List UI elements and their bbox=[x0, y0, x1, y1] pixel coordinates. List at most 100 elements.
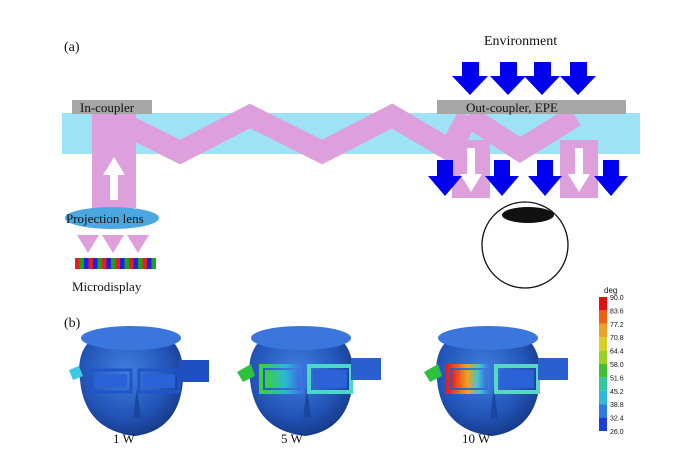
environment-arrows-bottom bbox=[428, 160, 628, 196]
microdisplay-pixel bbox=[106, 258, 111, 269]
colorbar-tick-label: 38.8 bbox=[610, 402, 624, 409]
glasses-temple-left bbox=[69, 366, 83, 380]
glasses-frame-left bbox=[89, 368, 133, 394]
panel-a: (a) In-coupler Out-coupler, EPE Environm… bbox=[62, 34, 640, 294]
eye bbox=[481, 201, 569, 289]
head-top bbox=[81, 326, 181, 350]
colorbar-cell bbox=[599, 297, 607, 311]
environment-arrows-top bbox=[452, 62, 596, 95]
display-arrow-3 bbox=[127, 235, 149, 253]
env-arrow-3 bbox=[524, 62, 560, 95]
glasses-frame-left bbox=[446, 364, 492, 394]
panel-b-label: (b) bbox=[64, 316, 81, 331]
glasses-lens-left bbox=[95, 374, 127, 388]
colorbar-tick-label: 90.0 bbox=[610, 295, 624, 302]
colorbar-cell bbox=[599, 323, 607, 338]
microdisplay-pixel bbox=[79, 258, 84, 269]
nose bbox=[303, 388, 311, 418]
glasses-frame-left bbox=[259, 364, 305, 394]
colorbar-cell bbox=[599, 404, 607, 418]
colorbar-tick-label: 77.2 bbox=[610, 322, 624, 329]
power-label-3: 10 W bbox=[462, 431, 491, 446]
glasses-lens-left bbox=[265, 370, 299, 388]
head-10w bbox=[424, 326, 568, 436]
colorbar-tick-label: 64.4 bbox=[610, 349, 624, 356]
colorbar: deg 90.0 83.6 77.2 70.8 64.4 58.0 51.6 45.2 38.8… bbox=[599, 286, 624, 436]
env-arrow-7 bbox=[528, 160, 562, 196]
glasses-lens-right bbox=[500, 370, 534, 388]
microdisplay-pixel bbox=[97, 258, 102, 269]
glasses-temple-left bbox=[424, 364, 442, 382]
glasses-temple-left bbox=[237, 364, 255, 382]
nose bbox=[490, 388, 498, 418]
microdisplay-pixel bbox=[102, 258, 107, 269]
microdisplay-pixel bbox=[115, 258, 120, 269]
head-5w bbox=[237, 326, 381, 436]
glasses-lens-right bbox=[313, 370, 347, 388]
environment-label: Environment bbox=[484, 34, 557, 49]
colorbar-cell bbox=[599, 350, 607, 364]
env-arrow-5 bbox=[428, 160, 462, 196]
microdisplay-pixel bbox=[120, 258, 125, 269]
microdisplay-pixel bbox=[75, 258, 80, 269]
glasses-lens-left bbox=[452, 370, 486, 388]
colorbar-cell bbox=[599, 310, 607, 324]
microdisplay-pixel bbox=[133, 258, 138, 269]
in-coupler-label: In-coupler bbox=[80, 100, 135, 115]
head-top bbox=[251, 326, 351, 350]
power-label-1: 1 W bbox=[113, 431, 136, 446]
panel-b: (b) 1 W 5 W bbox=[64, 286, 624, 446]
env-arrow-8 bbox=[594, 160, 628, 196]
microdisplay-pixel bbox=[129, 258, 134, 269]
head-top bbox=[438, 326, 538, 350]
head-1w bbox=[69, 326, 209, 436]
input-up-arrow bbox=[103, 157, 125, 200]
colorbar-tick-label: 51.6 bbox=[610, 375, 624, 382]
eye-pupil bbox=[502, 207, 554, 223]
out-coupler bbox=[437, 100, 626, 114]
microdisplay-pixel bbox=[111, 258, 116, 269]
colorbar-tick-label: 83.6 bbox=[610, 308, 624, 315]
microdisplay-pixel bbox=[84, 258, 89, 269]
colorbar-cell bbox=[599, 390, 607, 405]
microdisplay-pixel bbox=[93, 258, 98, 269]
colorbar-cell bbox=[599, 377, 607, 391]
glasses-temple-right bbox=[538, 358, 568, 380]
colorbar-cell bbox=[599, 337, 607, 351]
glasses-temple-right bbox=[351, 358, 381, 380]
projection-lens-label: Projection lens bbox=[66, 211, 144, 226]
display-light-arrows bbox=[77, 235, 149, 253]
colorbar-tick-label: 45.2 bbox=[610, 389, 624, 396]
nose bbox=[133, 388, 141, 418]
microdisplay-pixel bbox=[151, 258, 156, 269]
microdisplay-pixel bbox=[124, 258, 129, 269]
display-arrow-1 bbox=[77, 235, 99, 253]
colorbar-cell bbox=[599, 364, 607, 378]
colorbar-ticks: 90.0 83.6 77.2 70.8 64.4 58.0 51.6 45.2 38.8 32.4… bbox=[610, 295, 624, 436]
colorbar-cell bbox=[599, 417, 607, 431]
out-coupler-label: Out-coupler, EPE bbox=[466, 100, 558, 115]
output-down-arrow-left bbox=[460, 148, 482, 192]
microdisplay bbox=[75, 258, 156, 269]
colorbar-cells bbox=[599, 297, 607, 431]
microdisplay-pixel bbox=[142, 258, 147, 269]
display-arrow-2 bbox=[102, 235, 124, 253]
env-arrow-6 bbox=[485, 160, 519, 196]
colorbar-tick-label: 26.0 bbox=[610, 429, 624, 436]
output-down-arrow-right bbox=[568, 148, 590, 192]
light-path-zigzag bbox=[103, 103, 478, 166]
colorbar-tick-label: 58.0 bbox=[610, 362, 624, 369]
in-coupler bbox=[72, 100, 152, 114]
env-arrow-1 bbox=[452, 62, 488, 95]
microdisplay-pixel bbox=[147, 258, 152, 269]
colorbar-tick-label: 70.8 bbox=[610, 335, 624, 342]
env-arrow-4 bbox=[560, 62, 596, 95]
colorbar-tick-label: 32.4 bbox=[610, 416, 624, 423]
env-arrow-2 bbox=[490, 62, 526, 95]
glasses-temple-right bbox=[179, 360, 209, 382]
colorbar-unit: deg bbox=[604, 286, 617, 295]
projection-lens bbox=[65, 207, 159, 229]
microdisplay-pixel bbox=[138, 258, 143, 269]
glasses-lens-right bbox=[143, 374, 175, 388]
